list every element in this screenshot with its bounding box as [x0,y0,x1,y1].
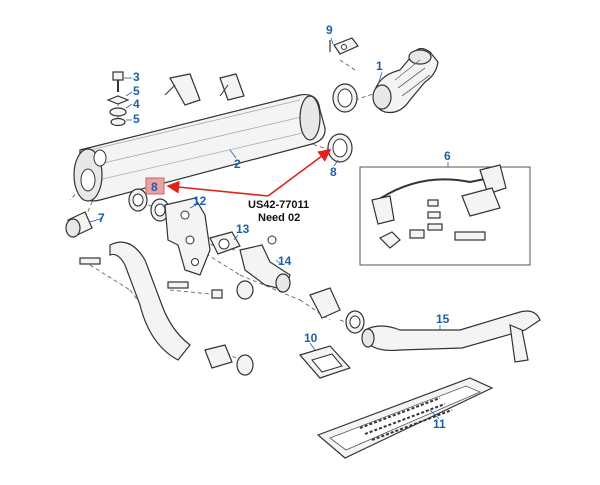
callout-14: 14 [278,254,292,268]
callout-12: 12 [193,194,207,208]
callout-numbers: 1 2 3 5 4 5 6 7 8 9 10 11 12 13 14 15 [98,23,451,431]
callout-4: 4 [133,97,140,111]
part-8-hose-clamp-right [327,133,353,163]
callout-13: 13 [236,222,250,236]
part-13-gasket [209,231,241,255]
callout-15: 15 [436,312,450,326]
callout-1: 1 [376,59,383,73]
callout-11: 11 [433,417,446,431]
lower-fittings [79,257,365,376]
parts-3-4-5-fasteners [106,71,130,127]
callout-7: 7 [98,211,105,225]
part-8-sleeve-left [128,188,170,222]
callout-8-highlighted: 8 [151,180,158,194]
callout-6: 6 [444,149,451,163]
annotation-arrows [166,149,332,197]
annotation-text: US42-77011 Need 02 [248,199,309,224]
cooler-brackets [164,73,245,106]
annotation-need: Need 02 [258,212,300,224]
part-14-elbow [239,235,291,293]
part-1-connector [372,47,439,114]
part-15-pipe [361,310,541,363]
callout-3: 3 [133,70,140,84]
part-12-bracket [164,197,211,276]
part-10-gasket-plate [298,345,352,379]
callout-5b: 5 [133,112,140,126]
highlight-callout-8: 8 [145,177,165,195]
part-9-bracket [329,37,359,55]
part-2-egr-cooler [73,93,326,202]
callout-9: 9 [326,23,333,37]
callout-5a: 5 [133,84,140,98]
part-7-sleeve [65,211,93,238]
annotation-part-number: US42-77011 [248,199,309,211]
lower-pipe-left [109,241,191,361]
part-11-gasket-kit [316,377,494,459]
callout-2: 2 [234,157,241,171]
callout-10: 10 [304,331,318,345]
part-6-sensor-kit-box [359,164,531,266]
callout-8-right: 8 [330,165,337,179]
callout-leaders [89,37,449,420]
clamp-upper [332,83,358,113]
